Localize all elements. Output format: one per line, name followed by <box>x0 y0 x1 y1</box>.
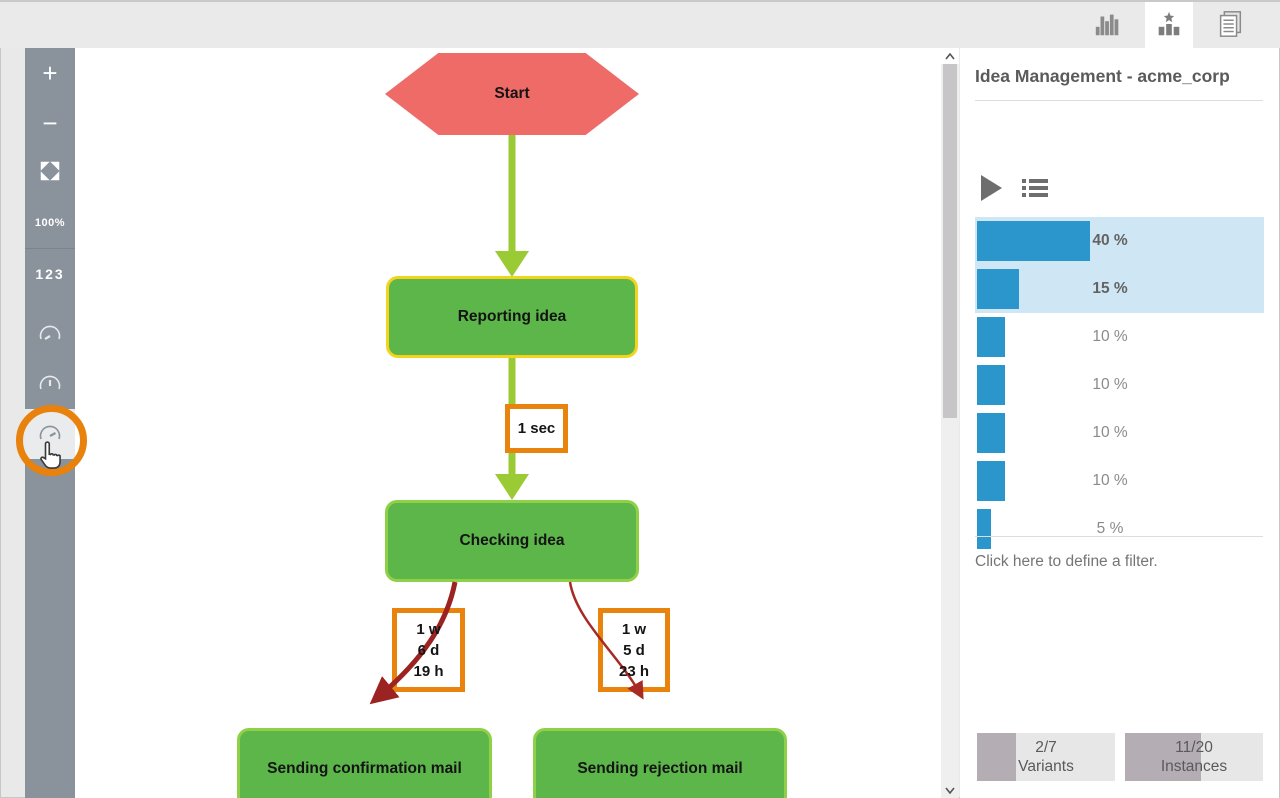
expand-arrows-icon <box>39 160 61 187</box>
variant-row[interactable]: 10 % <box>975 409 1264 457</box>
tab-charts[interactable] <box>1084 0 1132 48</box>
canvas-vertical-scrollbar[interactable] <box>941 48 959 798</box>
process-diagram-canvas[interactable]: Start Reporting idea Checking idea Sendi… <box>75 48 941 798</box>
variant-row[interactable]: 10 % <box>975 457 1264 505</box>
variant-row[interactable]: 10 % <box>975 361 1264 409</box>
filter-divider <box>975 536 1263 537</box>
variant-percentage: 10 % <box>1092 472 1128 489</box>
variants-counter[interactable]: 2/7 Variants <box>977 733 1115 781</box>
node-sending-rejection-mail[interactable]: Sending rejection mail <box>533 728 787 798</box>
variant-row[interactable]: 15 % <box>975 265 1264 313</box>
top-bar <box>0 0 1280 48</box>
variant-bar <box>977 509 991 549</box>
fit-to-screen-button[interactable] <box>25 148 75 198</box>
gauge-high-button[interactable] <box>25 409 75 459</box>
panel-title: Idea Management - acme_corp <box>975 66 1230 86</box>
frequency-view-button[interactable]: 123 <box>35 266 65 282</box>
panel-footer: 2/7 Variants 11/20 Instances <box>977 733 1263 781</box>
node-label: Reporting idea <box>457 308 567 325</box>
zoom-level-indicator[interactable]: 100% <box>34 217 66 229</box>
variant-row[interactable]: 5 % <box>975 505 1264 553</box>
gauge-high-icon <box>37 423 63 445</box>
duration-label-box-1sec[interactable] <box>505 404 568 453</box>
tab-variants[interactable] <box>1145 0 1193 48</box>
variant-bar <box>977 365 1005 405</box>
document-icon <box>1215 9 1245 39</box>
duration-label-box-left[interactable] <box>392 608 465 692</box>
duration-label-box-right[interactable] <box>598 608 670 692</box>
node-sending-confirmation-mail[interactable]: Sending confirmation mail <box>237 728 492 798</box>
variants-value: 2/7 <box>1035 739 1057 756</box>
instances-counter-text: 11/20 Instances <box>1125 733 1263 781</box>
gauge-low-button[interactable] <box>25 309 75 359</box>
node-label: Sending confirmation mail <box>267 760 462 777</box>
node-label: Checking idea <box>459 532 565 549</box>
instances-progress-fill <box>1125 733 1201 781</box>
scrollbar-thumb[interactable] <box>943 64 957 418</box>
variant-percentage: 10 % <box>1092 424 1128 441</box>
analysis-side-panel: Idea Management - acme_corp <box>960 48 1279 798</box>
panel-divider <box>975 100 1263 101</box>
variant-bar <box>977 269 1019 309</box>
tab-report[interactable] <box>1206 0 1254 48</box>
variants-counter-text: 2/7 Variants <box>977 733 1115 781</box>
zoom-out-button[interactable]: − <box>42 107 58 138</box>
gauge-mid-icon <box>37 373 63 395</box>
view-tabs <box>1084 0 1254 48</box>
variants-label: Variants <box>1018 758 1074 775</box>
node-label: Start <box>494 85 530 102</box>
instances-value: 11/20 <box>1175 739 1213 756</box>
variant-percentage: 10 % <box>1092 376 1128 393</box>
node-label: Sending rejection mail <box>577 760 743 777</box>
grouped-bar-chart-icon <box>1093 9 1123 39</box>
variant-percentage: 15 % <box>1092 280 1128 297</box>
variant-bar <box>977 413 1005 453</box>
variant-percentage: 40 % <box>1092 232 1128 249</box>
zoom-in-button[interactable]: + <box>42 57 58 88</box>
variant-percentage: 5 % <box>1096 520 1124 537</box>
gauge-low-icon <box>37 323 63 345</box>
variant-bar <box>977 461 1005 501</box>
toolbar-divider <box>25 248 75 249</box>
gauge-mid-button[interactable] <box>25 359 75 409</box>
node-reporting-idea[interactable]: Reporting idea <box>386 276 638 358</box>
node-start[interactable]: Start <box>385 53 639 135</box>
scroll-down-button[interactable] <box>941 782 959 798</box>
variant-row[interactable]: 40 % <box>975 217 1264 265</box>
play-animation-button[interactable] <box>979 174 1003 202</box>
variant-bar <box>977 317 1005 357</box>
instances-label: Instances <box>1160 758 1228 775</box>
variant-row[interactable]: 10 % <box>975 313 1264 361</box>
scroll-up-button[interactable] <box>941 48 959 64</box>
variant-percentage: 10 % <box>1092 328 1128 345</box>
variant-bar <box>977 221 1090 261</box>
instances-counter[interactable]: 11/20 Instances <box>1125 733 1263 781</box>
define-filter-link[interactable]: Click here to define a filter. <box>975 553 1158 570</box>
variant-rows: 40 % 15 % 10 % 10 % 10 % <box>975 217 1264 553</box>
toolbar-spacer <box>25 299 75 309</box>
variants-progress-fill <box>977 733 1016 781</box>
panel-actions <box>979 174 1049 202</box>
variant-list-button[interactable] <box>1021 176 1049 200</box>
star-bar-chart-icon <box>1154 9 1184 39</box>
node-checking-idea[interactable]: Checking idea <box>385 500 639 582</box>
diagram-toolbar: + − 100% 123 <box>25 48 75 798</box>
